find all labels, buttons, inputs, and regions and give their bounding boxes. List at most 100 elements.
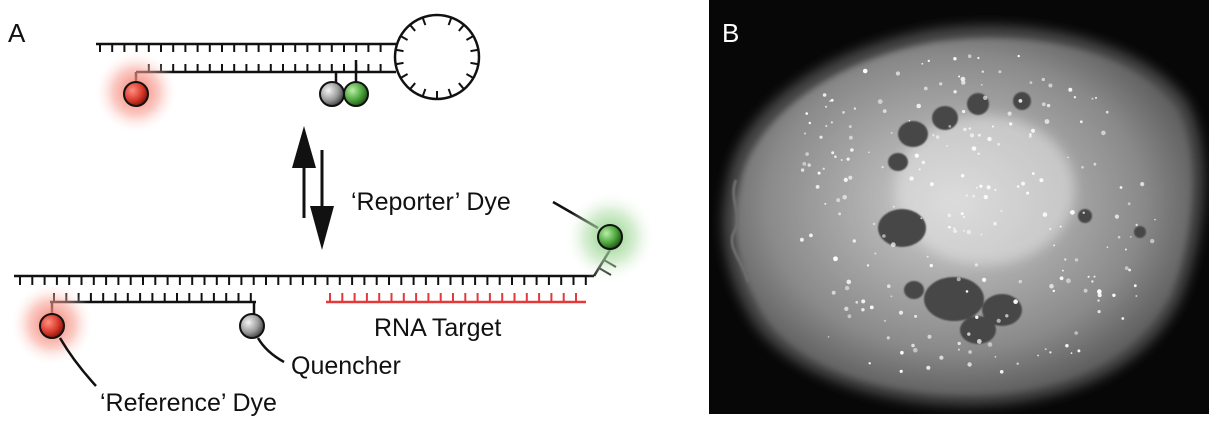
vacuole — [924, 277, 984, 321]
punctum — [874, 252, 877, 255]
punctum — [883, 319, 887, 322]
punctum — [976, 339, 982, 344]
punctum — [929, 263, 933, 268]
punctum — [1042, 212, 1048, 217]
punctum — [962, 109, 966, 114]
hairpin-base-pairs — [99, 44, 382, 72]
punctum — [825, 105, 828, 108]
punctum — [805, 152, 809, 156]
punctum — [804, 132, 806, 135]
punctum — [1154, 218, 1156, 221]
punctum — [1018, 99, 1023, 103]
loop-base-tick — [470, 48, 479, 53]
punctum — [980, 233, 983, 236]
punctum — [1119, 186, 1123, 189]
punctum — [1097, 299, 1100, 302]
punctum — [998, 70, 1002, 74]
punctum — [868, 151, 870, 154]
punctum — [1121, 317, 1125, 320]
punctum — [1074, 258, 1079, 262]
punctum — [1124, 248, 1127, 251]
punctum — [1064, 258, 1067, 261]
punctum — [890, 295, 893, 298]
punctum — [1073, 96, 1077, 99]
punctum — [967, 54, 972, 58]
punctum — [1070, 352, 1073, 354]
punctum — [807, 163, 811, 167]
punctum — [1049, 351, 1052, 354]
vacuole — [888, 153, 908, 171]
loop-base-tick — [421, 88, 427, 97]
punctum — [1068, 87, 1073, 92]
punctum — [1140, 182, 1145, 187]
punctum — [983, 95, 988, 101]
punctum — [862, 68, 868, 74]
punctum — [1112, 293, 1116, 297]
punctum — [971, 146, 977, 151]
punctum — [855, 300, 859, 304]
panel-b-label: B — [722, 18, 739, 48]
punctum — [1028, 134, 1032, 138]
punctum — [927, 59, 930, 63]
punctum — [848, 125, 852, 129]
punctum — [927, 334, 932, 339]
punctum — [843, 177, 848, 182]
punctum — [824, 202, 827, 205]
punctum — [1032, 172, 1035, 175]
punctum — [1087, 275, 1090, 278]
punctum — [1044, 119, 1050, 124]
punctum — [921, 160, 926, 165]
panel-a: A ‘Reporter’ Dye — [8, 13, 656, 417]
punctum — [1074, 331, 1078, 335]
vacuole — [1134, 226, 1146, 238]
punctum — [1013, 299, 1018, 305]
punctum — [1039, 178, 1044, 183]
punctum — [1135, 223, 1138, 227]
punctum — [1000, 209, 1003, 213]
hairpin-probe — [94, 13, 481, 134]
punctum — [1101, 130, 1106, 136]
vacuole — [904, 281, 924, 299]
punctum — [852, 239, 856, 243]
panel-a-label: A — [8, 18, 26, 48]
punctum — [981, 70, 984, 73]
rna-target-bases — [329, 293, 577, 302]
punctum — [844, 285, 850, 291]
hairpin-reference-dye — [123, 81, 149, 107]
punctum — [877, 99, 883, 104]
punctum — [1097, 310, 1101, 314]
punctum — [1093, 162, 1097, 166]
punctum — [1041, 102, 1046, 107]
punctum — [1009, 122, 1013, 126]
punctum — [834, 155, 837, 158]
punctum — [822, 167, 825, 170]
punctum — [983, 194, 988, 200]
punctum — [914, 153, 919, 158]
punctum — [1053, 244, 1055, 247]
punctum — [1005, 314, 1009, 318]
punctum — [1018, 279, 1022, 284]
punctum — [1095, 96, 1097, 99]
punctum — [831, 151, 835, 155]
punctum — [830, 98, 834, 102]
punctum — [968, 127, 971, 130]
punctum — [953, 227, 956, 230]
punctum — [953, 57, 957, 61]
punctum — [887, 284, 891, 289]
punctum — [926, 365, 931, 370]
punctum — [1052, 289, 1056, 293]
punctum — [1026, 191, 1030, 195]
loop-base-tick — [458, 24, 465, 32]
loop-base-tick — [465, 35, 474, 41]
punctum — [920, 217, 923, 220]
punctum — [1049, 283, 1054, 289]
punctum — [809, 233, 813, 238]
punctum — [1016, 362, 1019, 365]
punctum — [1083, 288, 1088, 293]
punctum — [1093, 275, 1096, 278]
fluorescent-puncta — [799, 54, 1156, 374]
punctum — [921, 62, 924, 65]
punctum — [822, 93, 827, 97]
loop-base-tick — [409, 82, 416, 90]
